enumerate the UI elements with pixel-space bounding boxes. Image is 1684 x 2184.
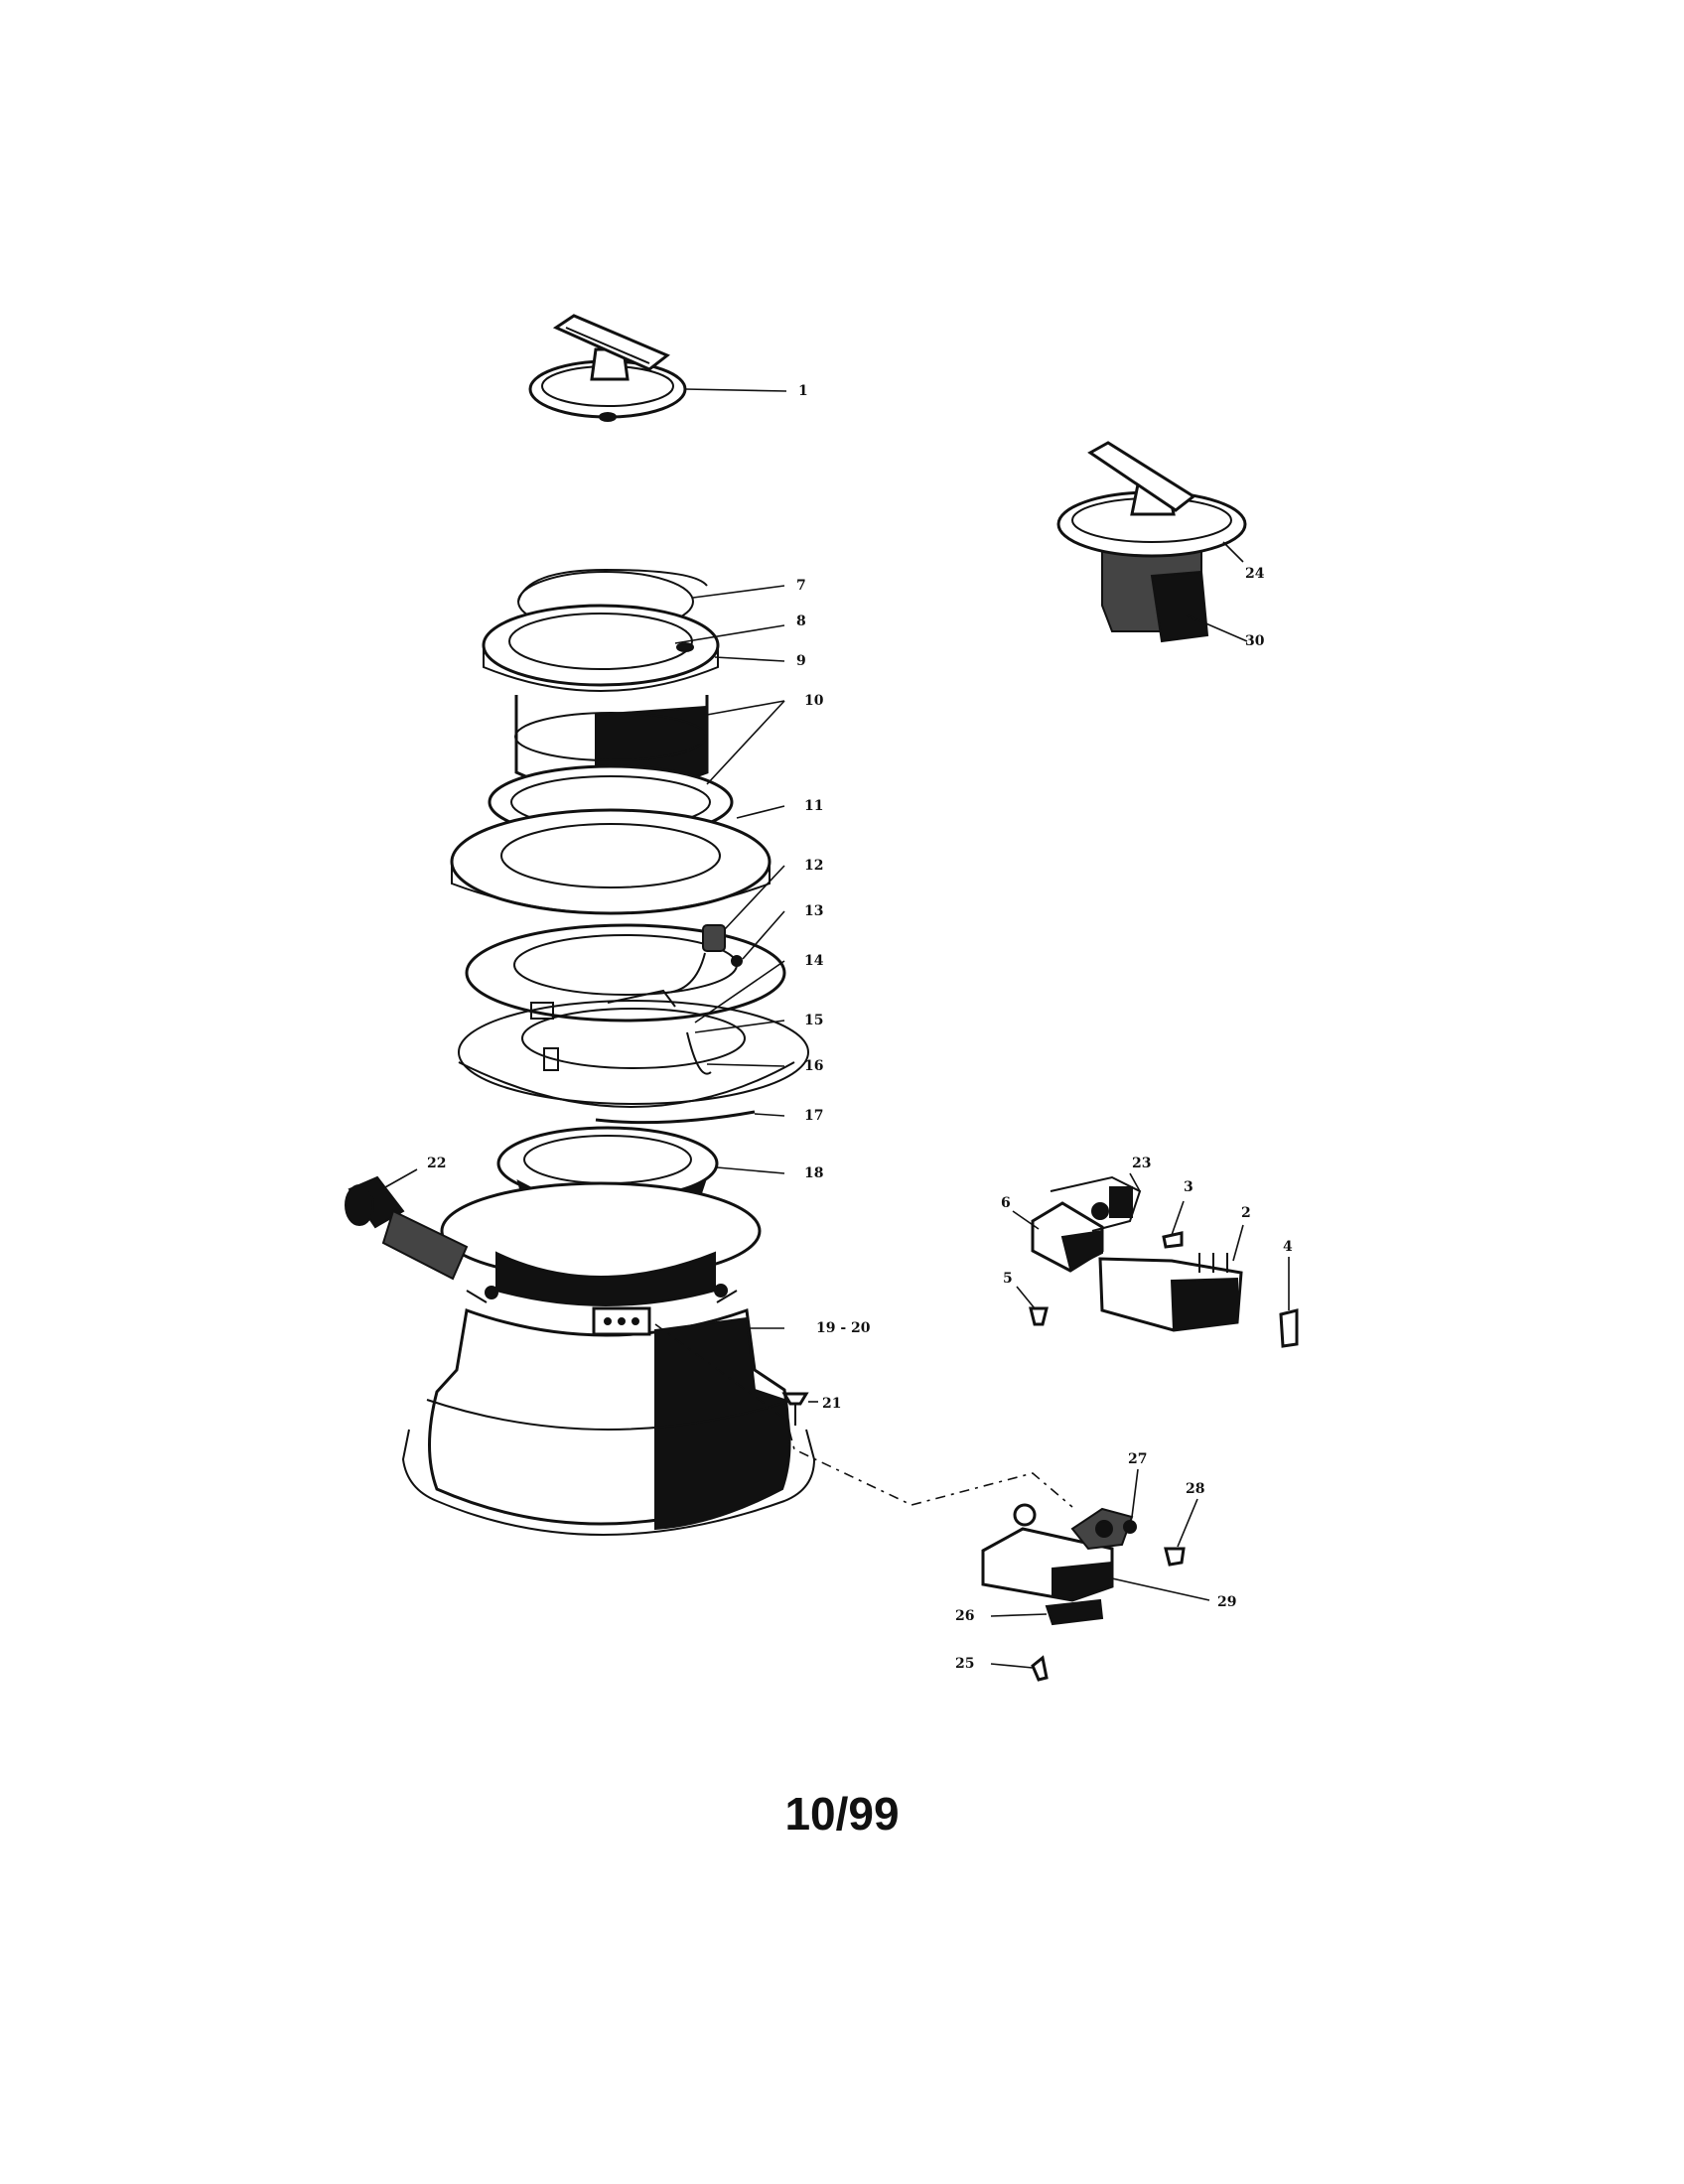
callout-30: 30 — [1245, 633, 1265, 649]
page-date-code: 10/99 — [784, 1788, 900, 1840]
callout-28: 28 — [1186, 1481, 1204, 1497]
callout-labels: 1 24 30 7 8 9 10 11 12 13 14 15 16 17 18… — [427, 383, 1293, 1672]
callout-2: 2 — [1241, 1205, 1251, 1221]
part-drain-elbow — [345, 1175, 469, 1281]
part-gasket — [458, 1061, 795, 1125]
callout-4: 4 — [1283, 1239, 1293, 1255]
callout-16: 16 — [804, 1058, 823, 1074]
callout-9: 9 — [796, 653, 806, 669]
part-stopper — [528, 314, 687, 422]
callout-17: 17 — [804, 1108, 823, 1124]
callout-7: 7 — [796, 578, 806, 594]
callout-5: 5 — [1003, 1271, 1013, 1287]
part-upper-housing — [440, 1181, 762, 1306]
leader-lines — [384, 388, 1290, 1669]
part-mounting-ring — [465, 923, 786, 1023]
part-switch-assembly — [1029, 1175, 1299, 1348]
callout-26: 26 — [955, 1608, 974, 1624]
callout-10: 10 — [804, 693, 824, 709]
callout-3: 3 — [1184, 1179, 1193, 1195]
part-stopper-assembly — [1056, 441, 1247, 643]
callout-6: 6 — [1001, 1195, 1011, 1211]
callout-8: 8 — [796, 614, 806, 629]
callout-11: 11 — [804, 798, 823, 814]
wire-routing-line — [654, 1323, 1073, 1508]
part-flange — [482, 604, 720, 692]
callout-24: 24 — [1245, 566, 1265, 582]
part-screw-21 — [781, 1392, 809, 1426]
part-snap-ring — [458, 1000, 809, 1105]
part-motor-housing — [401, 1306, 816, 1536]
callout-27: 27 — [1128, 1451, 1147, 1467]
callout-22: 22 — [427, 1156, 446, 1171]
callout-18: 18 — [804, 1165, 823, 1181]
callout-29: 29 — [1217, 1594, 1236, 1610]
callout-15: 15 — [804, 1013, 823, 1028]
callout-19-20: 19 - 20 — [816, 1320, 871, 1336]
callout-12: 12 — [804, 858, 823, 874]
callout-14: 14 — [804, 953, 824, 969]
callout-23: 23 — [1132, 1156, 1151, 1171]
callout-13: 13 — [804, 903, 823, 919]
part-switch-assembly-lower — [981, 1503, 1186, 1682]
callout-25: 25 — [955, 1656, 974, 1672]
part-backup-ring — [450, 808, 772, 915]
callout-21: 21 — [822, 1396, 841, 1412]
callout-1: 1 — [798, 383, 808, 399]
